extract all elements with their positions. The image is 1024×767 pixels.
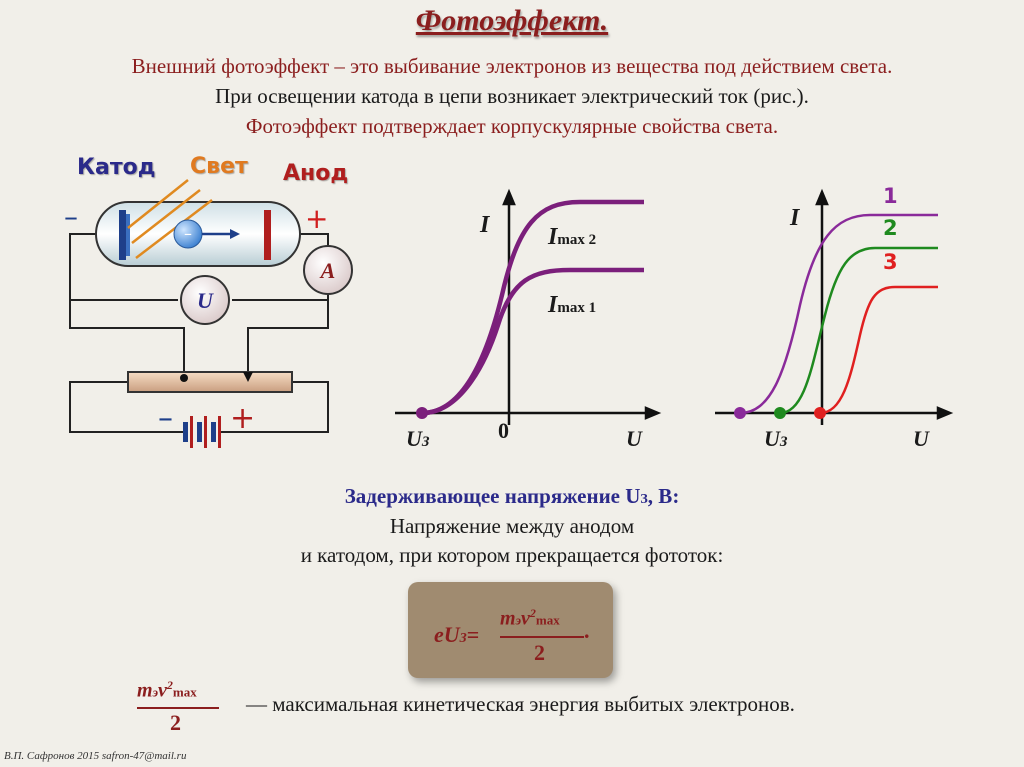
energy-denominator: 2	[170, 710, 181, 735]
intro-line-3: Фотоэффект подтверждает корпускулярные с…	[245, 114, 779, 138]
formula-denominator: 2	[534, 640, 545, 665]
voltmeter	[180, 275, 230, 325]
formula-lhs: eUЗ=	[434, 622, 480, 647]
stop-point-3	[814, 407, 826, 419]
curve-imax1	[421, 267, 644, 416]
definition-line-2: Напряжение между анодом	[389, 514, 635, 538]
graph2-stop-label: UЗ	[764, 426, 788, 451]
curve-label-3: 3	[883, 250, 898, 274]
voltmeter-label: U	[197, 288, 214, 313]
graph1-stop-label: UЗ	[406, 426, 430, 451]
intro-line-1: Внешний фотоэффект – это выбивание элект…	[131, 54, 893, 78]
formula-dot: .	[584, 618, 590, 643]
ammeter-label: A	[319, 258, 336, 283]
graph-2	[715, 188, 954, 425]
rheostat	[127, 371, 293, 393]
energy-numerator: mэv2max	[137, 678, 197, 702]
light-rays	[127, 179, 213, 259]
graph1-ylabel: I	[480, 212, 490, 238]
stop-voltage-point	[416, 407, 428, 419]
circuit-wires	[69, 233, 329, 433]
imax2-label: Imax 2	[548, 224, 597, 250]
battery	[178, 416, 228, 448]
cathode-minus: –	[64, 200, 78, 233]
svg-text:–: –	[184, 224, 192, 243]
curve-1	[739, 213, 938, 415]
energy-description: — максимальная кинетическая энергия выби…	[246, 692, 795, 716]
battery-minus: –	[158, 401, 173, 436]
cathode-label: Катод	[77, 155, 156, 180]
cathode-plate	[119, 210, 126, 260]
imax1-label: Imax 1	[548, 292, 597, 318]
graph2-xlabel: U	[913, 426, 929, 451]
energy-fraction-bar	[137, 707, 219, 709]
definition-line-3: и катодом, при котором прекращается фото…	[300, 543, 724, 567]
anode-label: Анод	[283, 161, 349, 186]
curve-2	[779, 246, 938, 415]
graph1-origin: 0	[498, 418, 509, 443]
curve-3	[819, 285, 938, 415]
curve-label-1: 1	[883, 184, 898, 208]
anode-plus: +	[305, 202, 328, 235]
formula-numerator: mэv2max	[500, 606, 560, 630]
graph-1	[395, 188, 662, 425]
footer-credit: В.П. Сафронов 2015 safron-47@mail.ru	[4, 750, 187, 762]
formula-fraction-bar	[500, 636, 584, 638]
curve-imax2	[421, 199, 644, 416]
ammeter	[303, 245, 353, 295]
formula-box	[408, 582, 613, 678]
battery-plus: +	[230, 401, 255, 436]
slider-arrow-icon	[243, 372, 253, 382]
graph2-ylabel: I	[790, 205, 800, 231]
light-label: Свет	[190, 154, 248, 179]
circuit-diagram: – A U – + – +	[64, 179, 353, 448]
curve-label-2: 2	[883, 216, 898, 240]
definition-heading: Задерживающее напряжение UЗ, В:	[344, 484, 680, 508]
page-title: Фотоэффект.	[415, 4, 609, 37]
stop-point-2	[774, 407, 786, 419]
stop-point-1	[734, 407, 746, 419]
intro-line-2: При освещении катода в цепи возникает эл…	[215, 84, 809, 108]
graph1-xlabel: U	[626, 426, 642, 451]
arrow-icon	[230, 229, 240, 239]
anode-plate	[264, 210, 271, 260]
